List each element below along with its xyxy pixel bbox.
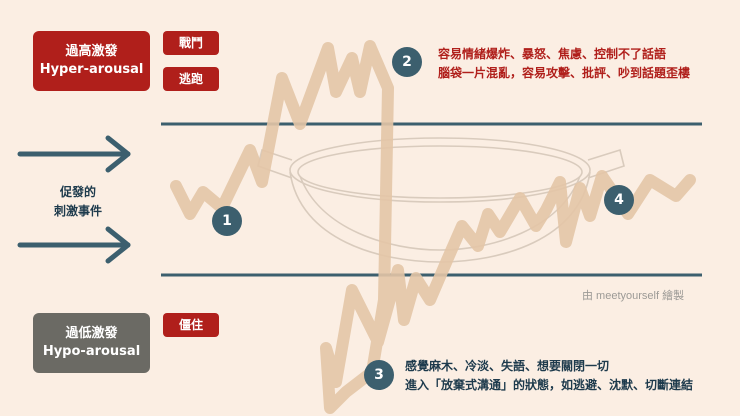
hypo-arousal-label-en: Hypo-arousal xyxy=(42,344,141,359)
hyper-arousal-label-zh: 過高激發 xyxy=(65,44,118,60)
arousal-curve xyxy=(170,40,696,414)
hyper-desc-line-1: 容易情緒爆炸、暴怒、焦慮、控制不了話語 xyxy=(438,47,667,61)
hyper-arousal-box: 過高激發 Hyper-arousal xyxy=(33,31,150,91)
hypo-arousal-box: 過低激發 Hypo-arousal xyxy=(33,313,150,373)
step-badge-3: 3 xyxy=(364,360,394,390)
freeze-tag: 僵住 xyxy=(163,313,219,337)
trigger-line-2: 刺激事件 xyxy=(53,204,102,219)
flight-tag: 逃跑 xyxy=(163,67,219,91)
hyper-arousal-description: 容易情緒爆炸、暴怒、焦慮、控制不了話語 腦袋一片混亂，容易攻擊、批評、吵到話題歪… xyxy=(438,45,690,83)
hyper-desc-line-2: 腦袋一片混亂，容易攻擊、批評、吵到話題歪樓 xyxy=(438,66,691,80)
step-badge-2: 2 xyxy=(392,47,422,77)
trigger-event-label: 促發的 刺激事件 xyxy=(48,183,108,221)
hyper-arousal-label-en: Hyper-arousal xyxy=(39,62,144,77)
hypo-desc-line-1: 感覺麻木、冷淡、失語、想要關閉一切 xyxy=(405,359,610,373)
step-badge-4: 4 xyxy=(604,185,634,215)
hypo-desc-line-2: 進入「放棄式溝通」的狀態，如逃避、沈默、切斷連結 xyxy=(405,378,694,392)
arrow-right-icon xyxy=(17,135,131,173)
hypo-arousal-description: 感覺麻木、冷淡、失語、想要關閉一切 進入「放棄式溝通」的狀態，如逃避、沈默、切斷… xyxy=(405,357,693,395)
fight-tag: 戰鬥 xyxy=(163,31,219,55)
credit-text: 由 meetyourself 繪製 xyxy=(582,290,685,302)
trigger-line-1: 促發的 xyxy=(59,185,96,199)
arrow-right-icon xyxy=(17,226,131,264)
hypo-arousal-label-zh: 過低激發 xyxy=(65,326,118,342)
step-badge-1: 1 xyxy=(212,206,242,236)
